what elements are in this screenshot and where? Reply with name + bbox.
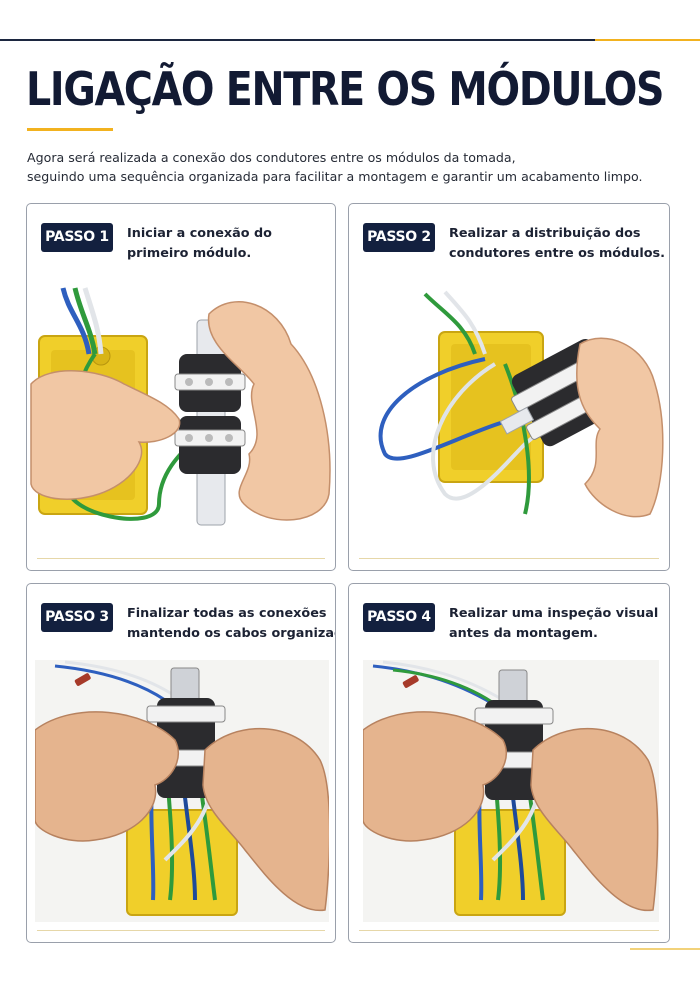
step-description-line: Iniciar a conexão do [127, 226, 272, 241]
intro-paragraph: Agora será realizada a conexão dos condu… [27, 148, 677, 186]
step-description-line: Realizar uma inspeção visual [449, 606, 659, 621]
title-underline [27, 128, 113, 131]
step-badge: PASSO 2 [363, 223, 435, 252]
hands-organizing-cables-icon [35, 660, 329, 922]
step-description-line: mantendo os cabos organizados. [127, 626, 335, 641]
hand-distributing-wires-icon [355, 284, 665, 524]
bottom-accent-line [630, 948, 700, 950]
step-description-line: condutores entre os módulos. [449, 246, 665, 261]
step-badge: PASSO 1 [41, 223, 113, 252]
top-rule [0, 39, 700, 41]
card-footer-line [37, 930, 325, 931]
step-card-1: PASSO 1 Iniciar a conexão do primeiro mó… [26, 203, 336, 571]
step-description: Finalizar todas as conexões mantendo os … [127, 604, 335, 644]
intro-line-2: seguindo uma sequência organizada para f… [27, 169, 643, 184]
step-description: Realizar uma inspeção visual antes da mo… [449, 604, 659, 644]
hands-inspecting-outlet-icon [363, 660, 659, 922]
step-card-4: PASSO 4 Realizar uma inspeção visual ant… [348, 583, 670, 943]
step-description: Iniciar a conexão do primeiro módulo. [127, 224, 327, 264]
step-card-3: PASSO 3 Finalizar todas as conexões mant… [26, 583, 336, 943]
hand-connecting-green-wire-icon [29, 284, 335, 529]
step-description-line: Realizar a distribuição dos [449, 226, 641, 241]
page-title: LIGAÇÃO ENTRE OS MÓDULOS [26, 62, 665, 116]
step-description-line: primeiro módulo. [127, 246, 252, 261]
top-rule-accent [595, 39, 700, 41]
step-description-line: Finalizar todas as conexões [127, 606, 327, 621]
card-footer-line [37, 558, 325, 559]
step-badge: PASSO 4 [363, 603, 435, 632]
step-badge: PASSO 3 [41, 603, 113, 632]
intro-line-1: Agora será realizada a conexão dos condu… [27, 150, 516, 165]
step-card-2: PASSO 2 Realizar a distribuição dos cond… [348, 203, 670, 571]
card-footer-line [359, 930, 659, 931]
step-description-line: antes da montagem. [449, 626, 598, 641]
step-description: Realizar a distribuição dos condutores e… [449, 224, 665, 264]
card-footer-line [359, 558, 659, 559]
